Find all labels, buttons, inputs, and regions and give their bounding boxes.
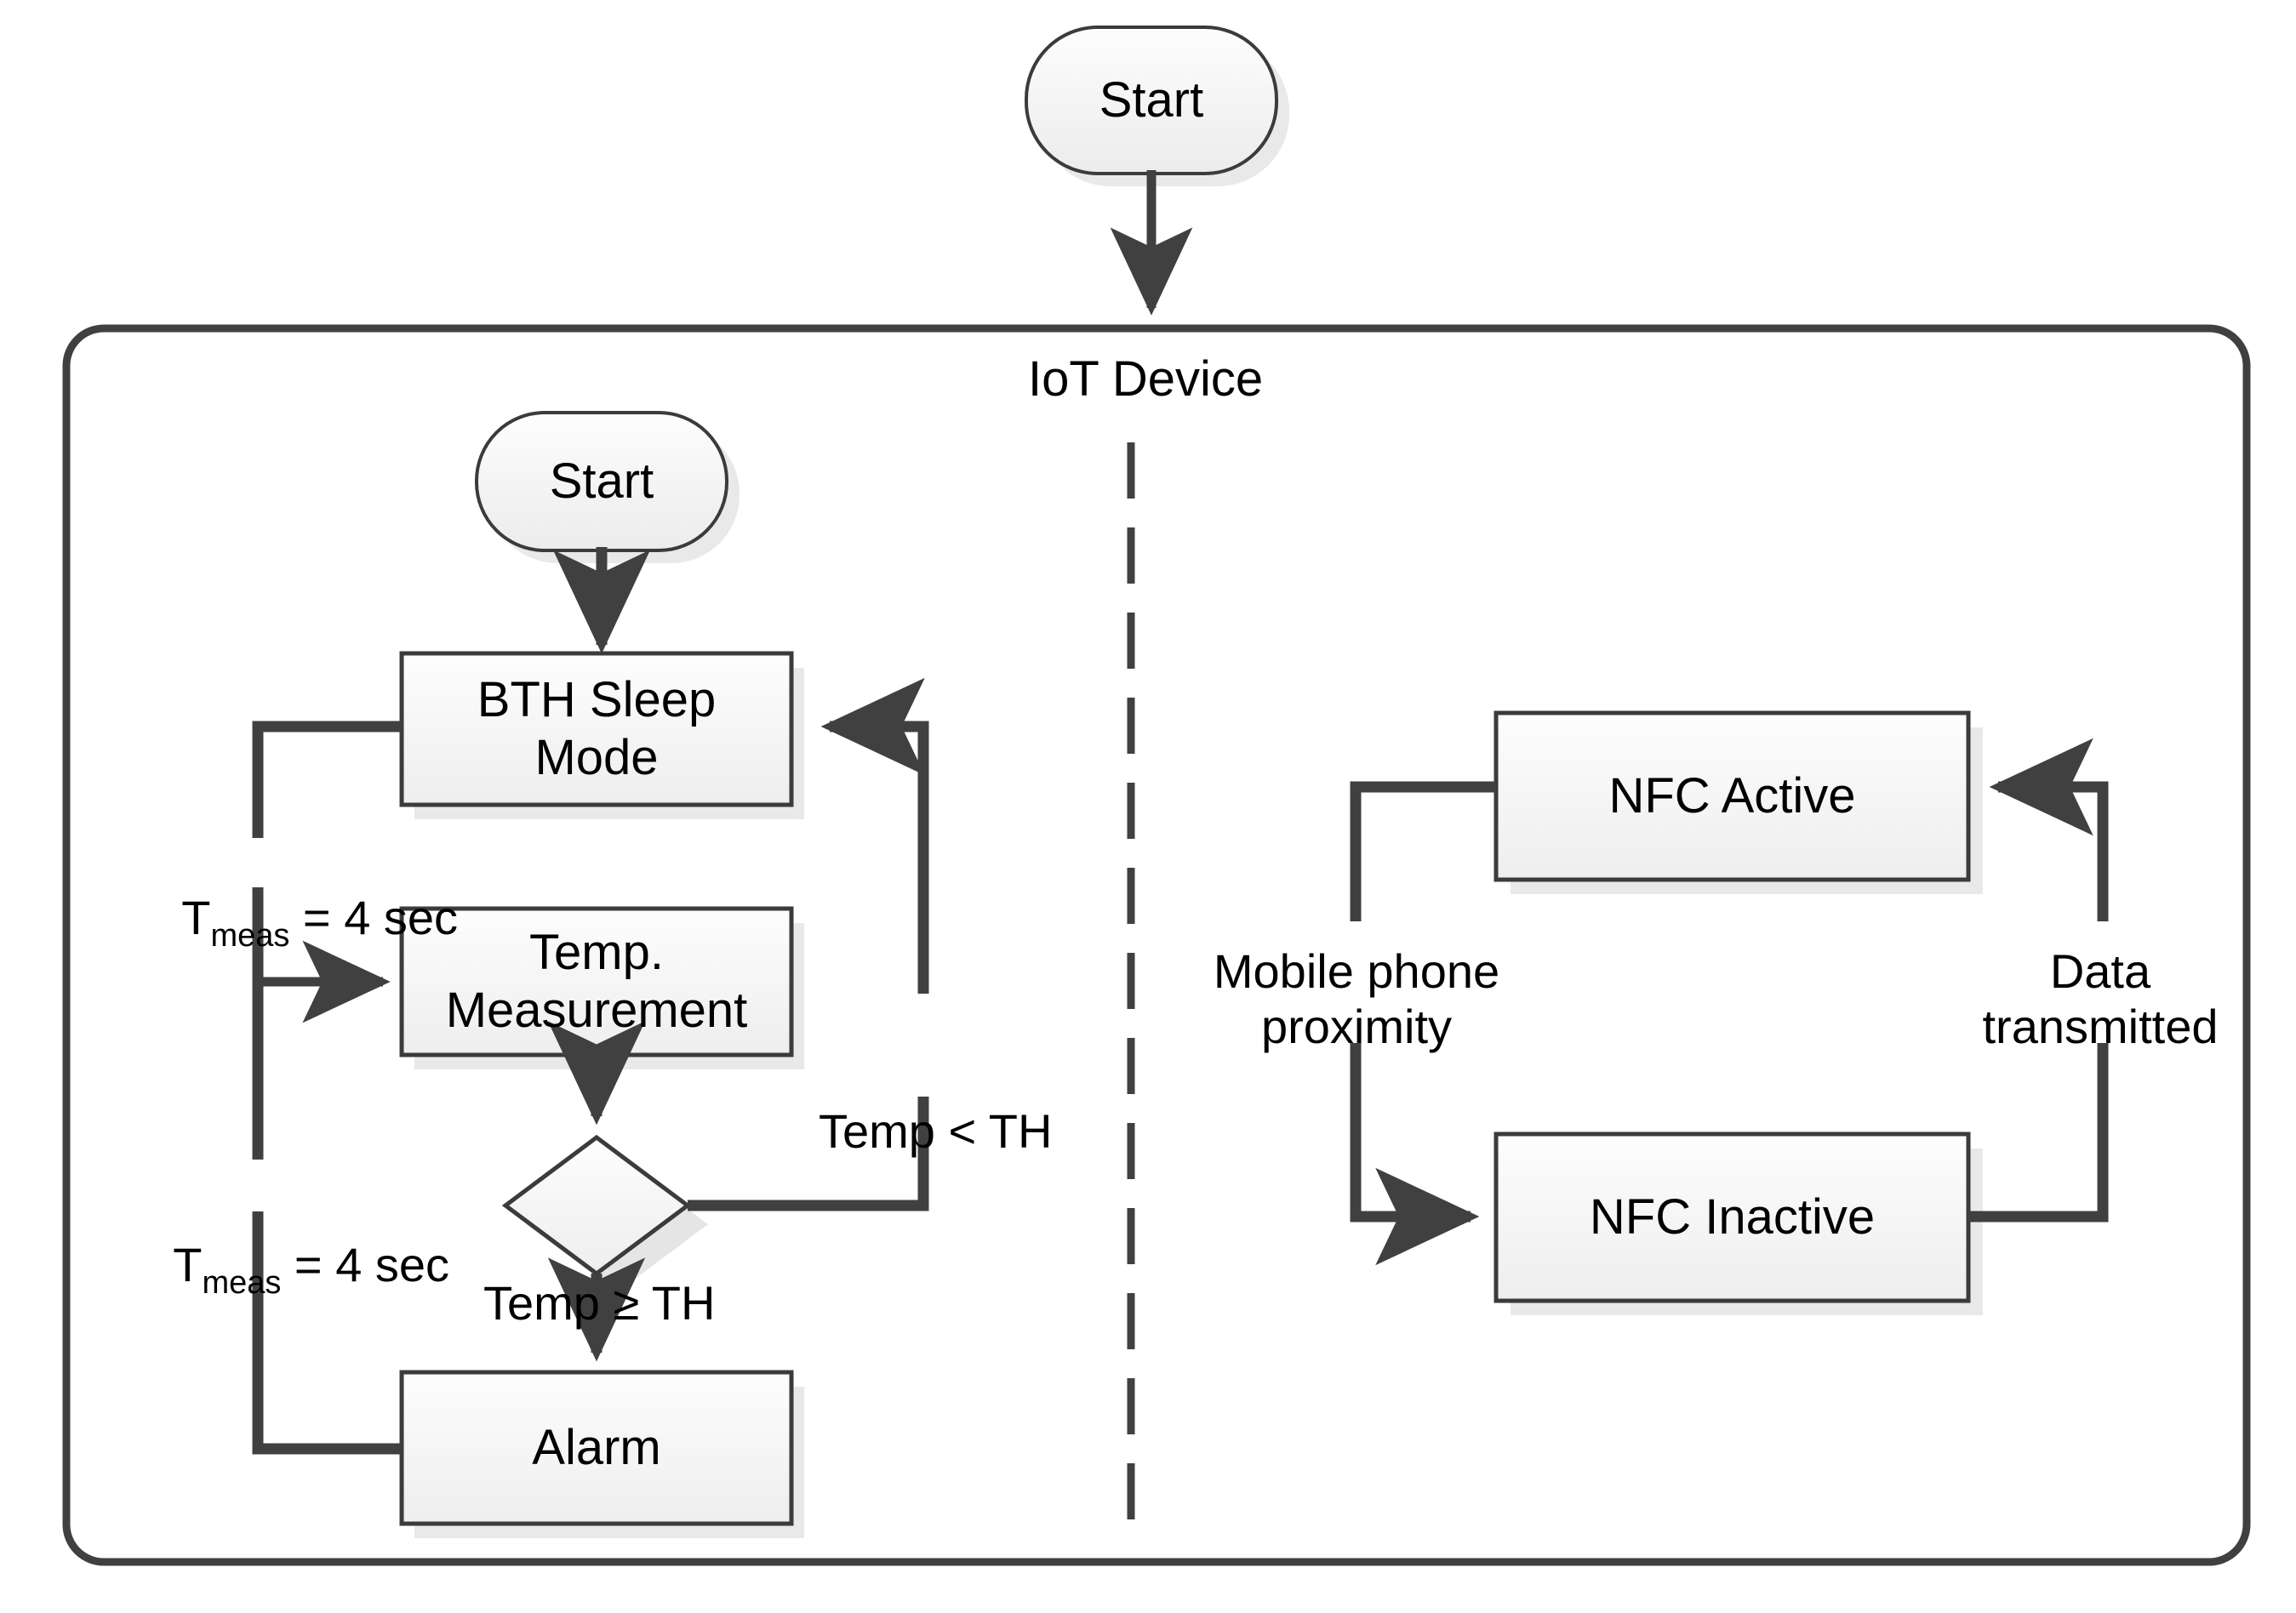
temp-measurement-shape [399, 906, 804, 1069]
start-outer-shape [1025, 26, 1289, 186]
iot-device-container [62, 324, 2251, 1566]
edge-decision-to-bth-seg1 [688, 1097, 929, 1211]
edge-rail-to-nfcactive [1989, 738, 2109, 921]
edge-rail-to-nfcinactive [1350, 1043, 1480, 1266]
edge-bth-to-leftrail [252, 721, 402, 838]
edge-leftrail-to-alarm [252, 1211, 402, 1455]
temp-decision-shape [501, 1134, 708, 1292]
nfc-inactive-shape [1494, 1131, 1983, 1315]
alarm-shape [399, 1370, 804, 1538]
edge-decision-to-bth-seg2 [820, 677, 929, 994]
nfc-active-shape [1494, 710, 1983, 894]
edge-nfcactive-to-rail [1350, 781, 1496, 921]
edge-nfcinactive-to-rail [1968, 1043, 2109, 1223]
bth-sleep-mode-shape [399, 651, 804, 819]
start-inner-shape [475, 411, 740, 563]
